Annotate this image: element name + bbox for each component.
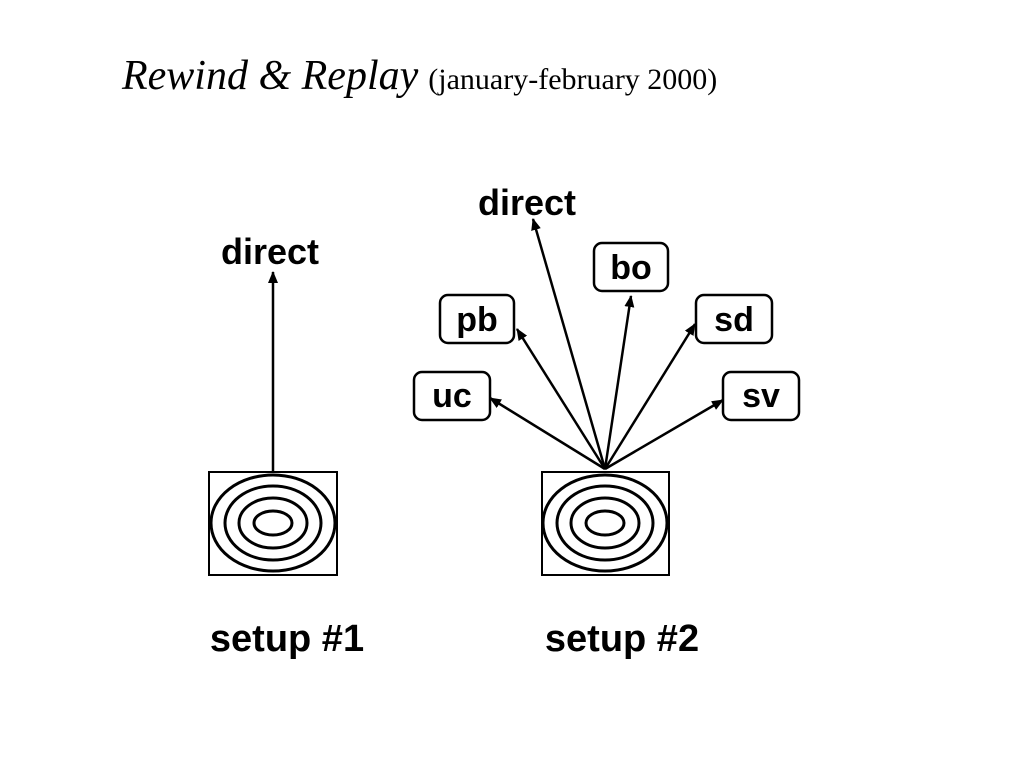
title-main: Rewind & Replay <box>122 53 419 99</box>
setup-2-node-sv: sv <box>721 370 801 422</box>
setup-2-arrow-sv <box>604 398 724 471</box>
node-sv-label: sv <box>742 377 780 415</box>
setup-2-arrow-bo <box>603 295 635 470</box>
setup-2-device-icon <box>541 471 670 576</box>
setup-1-label: setup #1 <box>210 618 364 660</box>
setup-1-group: direct setup #1 <box>208 231 364 660</box>
setup-1-device-icon <box>208 471 338 576</box>
setup-2-node-uc: uc <box>412 370 492 422</box>
page-title: Rewind & Replay (january-february 2000) <box>122 52 717 100</box>
setup-2-label: setup #2 <box>545 618 699 660</box>
setup-2-node-pb: pb <box>438 293 516 345</box>
setup-2-node-bo: bo <box>592 241 670 293</box>
setup-2-direct-label: direct <box>478 182 576 223</box>
setup-1-direct-label: direct <box>221 231 319 272</box>
node-sd-label: sd <box>714 301 754 339</box>
setup-2-node-sd: sd <box>694 293 774 345</box>
setup-2-arrow-direct <box>531 218 607 470</box>
node-pb-label: pb <box>456 301 498 339</box>
setup-2-arrow-uc <box>489 396 606 471</box>
title-subtitle: (january-february 2000) <box>428 63 718 96</box>
setup-2-arrow-pb <box>515 328 607 470</box>
setup-2-group: direct bo pb sd uc sv setup # <box>412 182 801 660</box>
node-uc-label: uc <box>432 377 472 415</box>
node-bo-label: bo <box>610 249 652 287</box>
setup-2-arrow-sd <box>603 323 697 470</box>
